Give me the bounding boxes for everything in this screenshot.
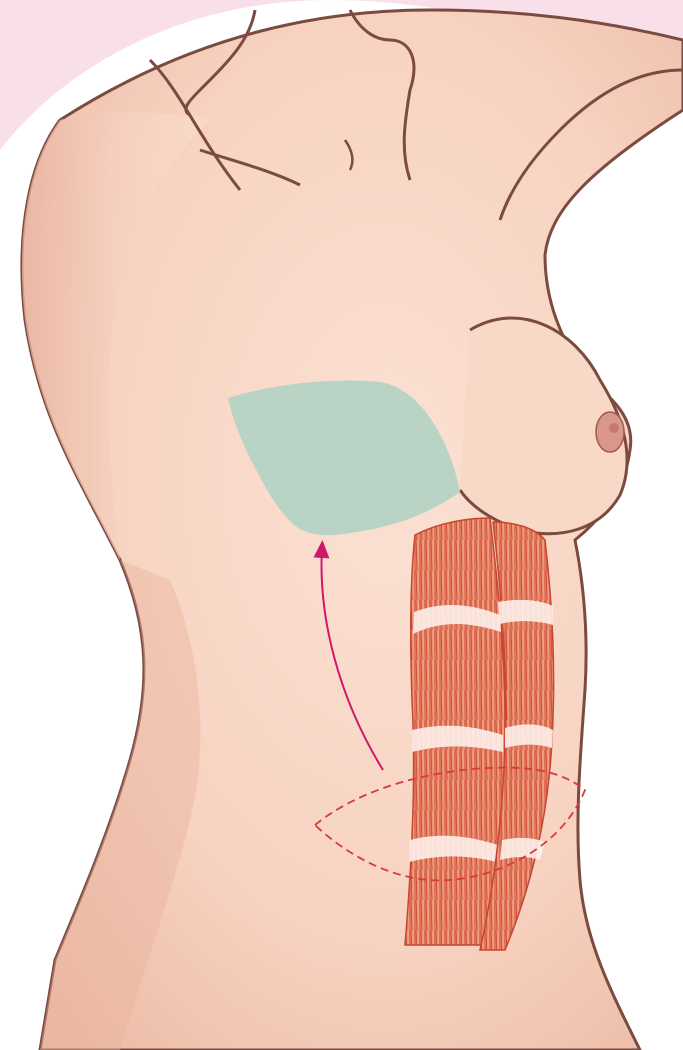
nipple-center — [609, 423, 619, 433]
rectus-abdominis-muscle-left — [405, 518, 505, 945]
nipple — [596, 412, 624, 452]
